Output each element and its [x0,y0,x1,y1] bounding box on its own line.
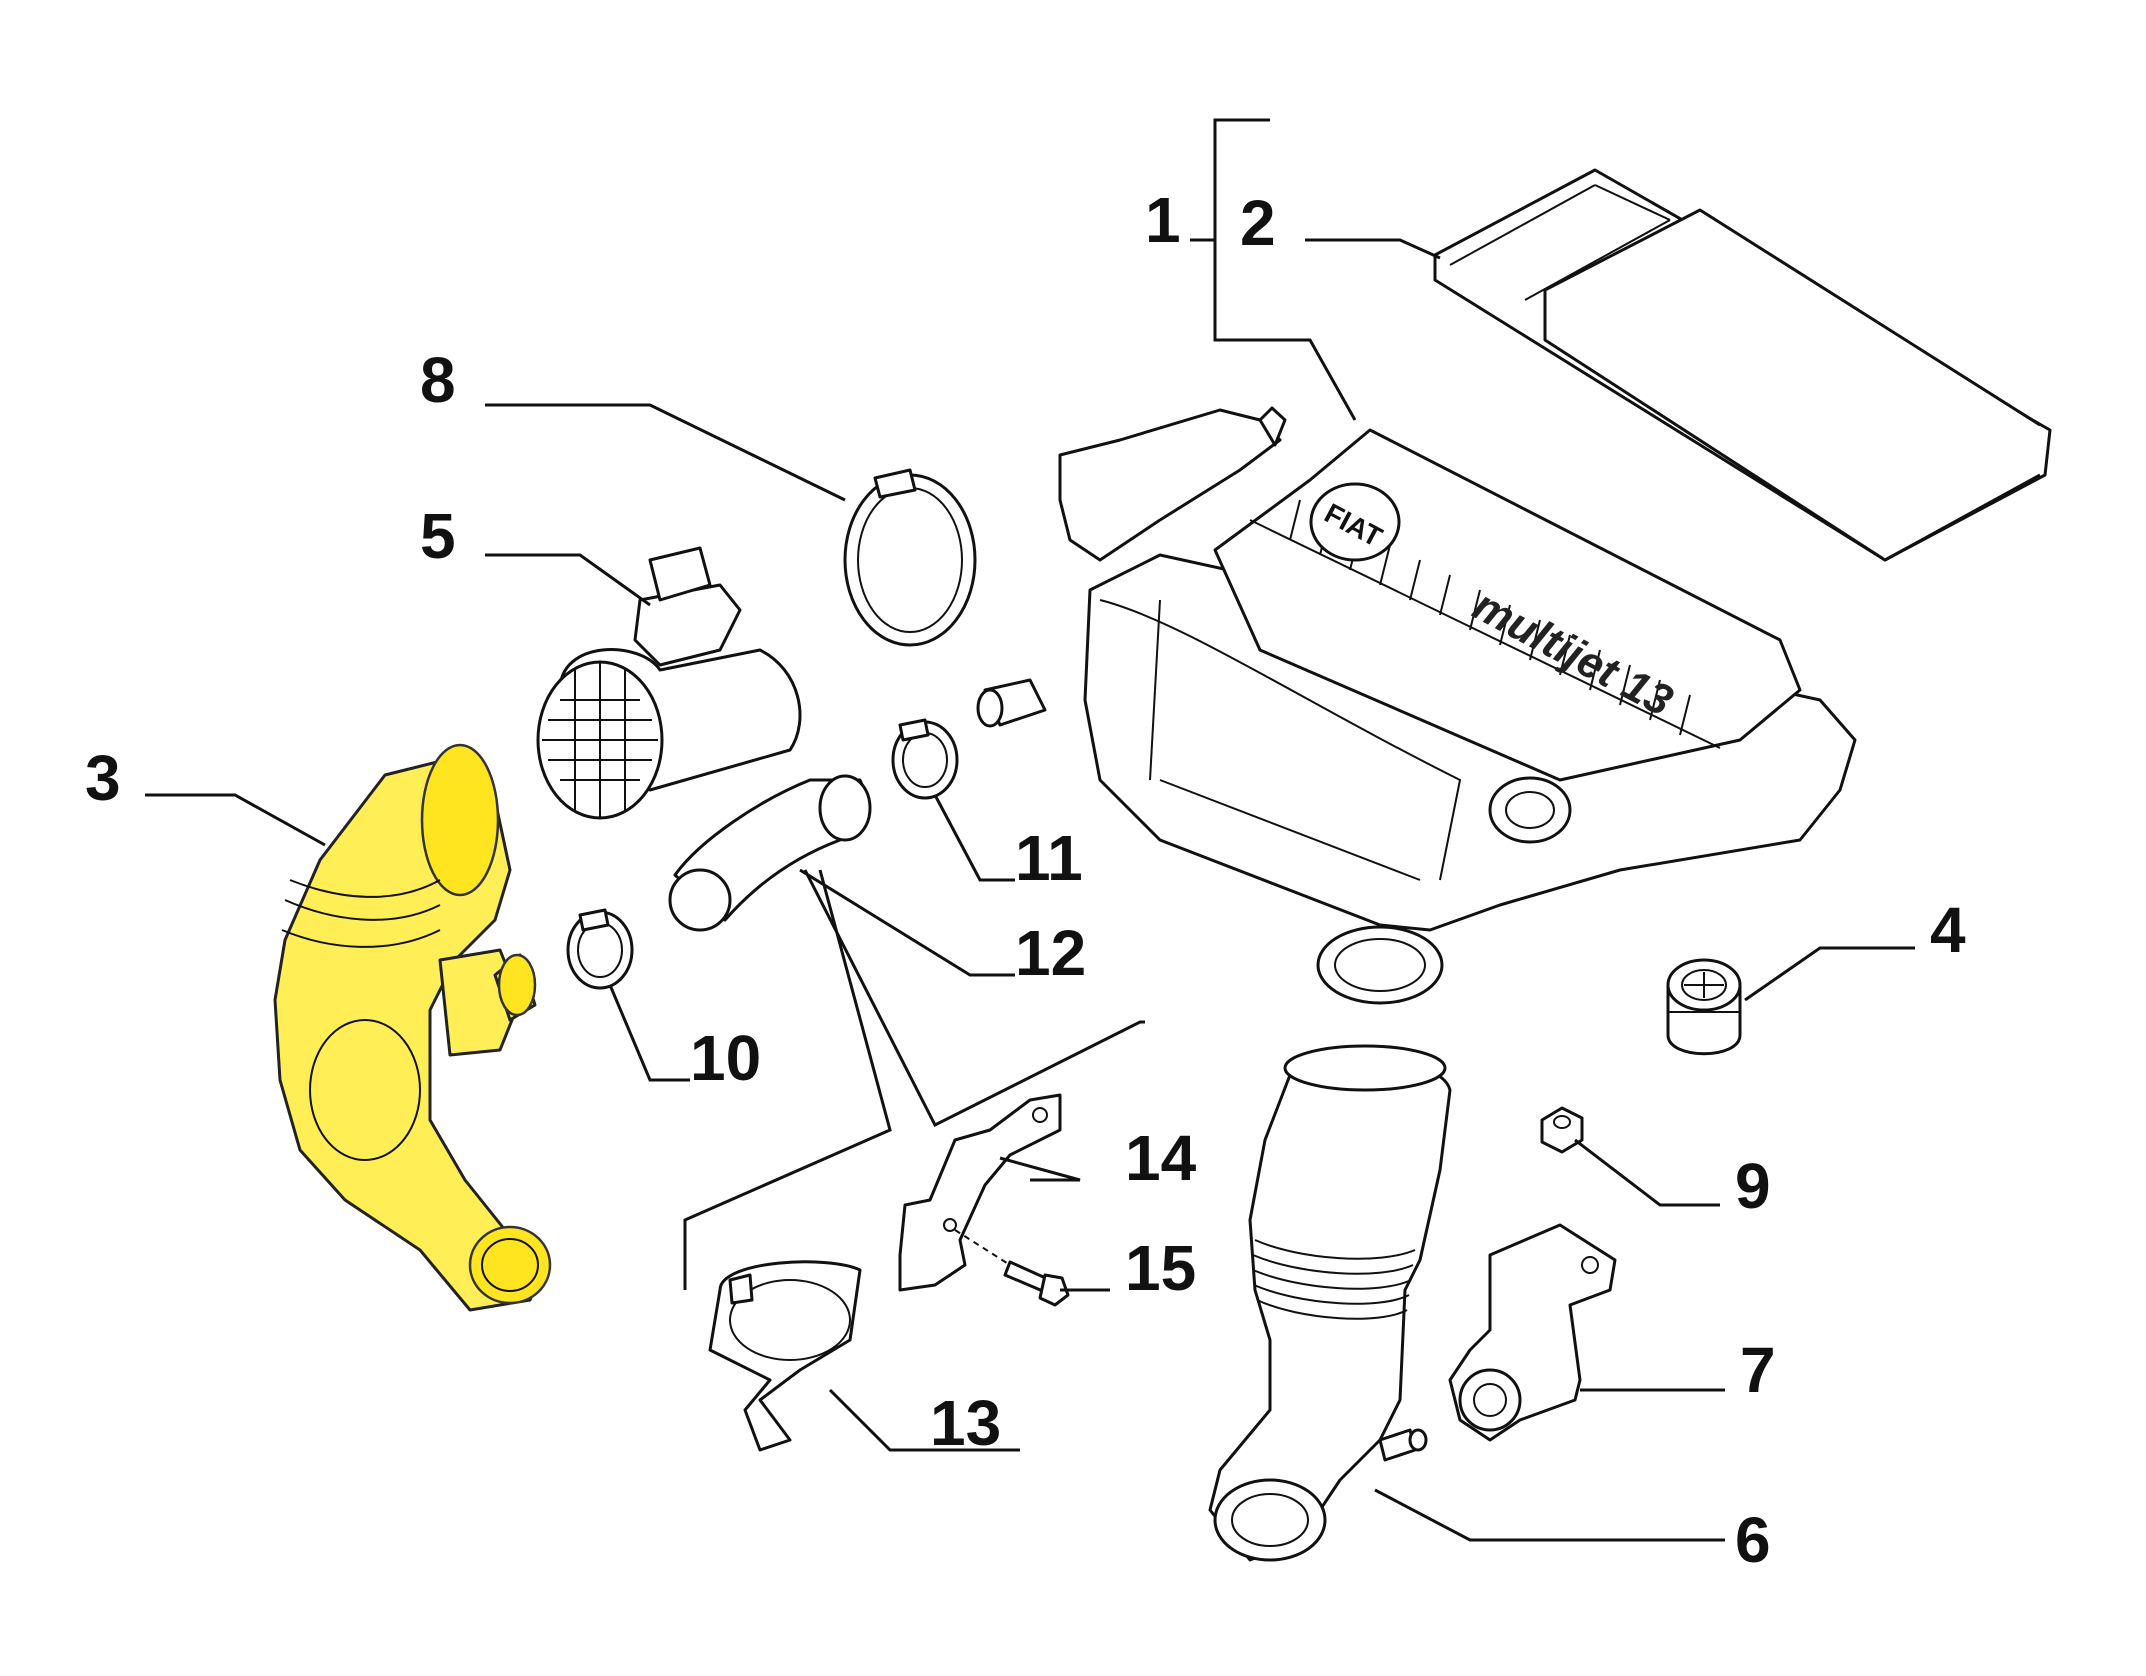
callout-11: 11 [1015,822,1083,894]
callout-2: 2 [1240,187,1276,259]
leader-lines [145,118,1915,1542]
callout-6: 6 [1735,1504,1771,1576]
callout-15: 15 [1125,1232,1196,1304]
bolt [954,1229,1070,1307]
maf-sensor [536,546,802,820]
large-hose-clamp [843,468,977,647]
intake-hose-highlighted [273,743,552,1312]
small-hose-clamp-11 [891,718,959,800]
callout-4: 4 [1930,894,1966,966]
small-hose-clamp-10 [566,908,634,990]
air-filter-housing: FIAT multijet 13 [976,406,1857,1005]
metal-bracket [898,1093,1062,1292]
callout-3: 3 [85,742,121,814]
lower-air-duct [1208,1044,1452,1562]
callout-8: 8 [420,344,456,416]
callout-10: 10 [690,1022,761,1094]
callout-12: 12 [1015,917,1086,989]
callout-labels: 1 2 3 4 5 6 7 8 9 10 11 12 13 14 15 [85,184,1966,1576]
callout-5: 5 [420,500,456,572]
callout-1: 1 [1145,184,1181,256]
small-breather-hose [668,774,872,932]
callout-13: 13 [930,1387,1001,1459]
hose-bracket-clip [708,1260,862,1452]
hex-nut [1540,1106,1584,1154]
fiat-logo: FIAT [1309,482,1401,562]
callout-7: 7 [1740,1334,1776,1406]
air-filter-element [1433,168,2052,562]
callout-14: 14 [1125,1122,1197,1194]
callout-9: 9 [1735,1150,1771,1222]
mounting-bracket-right [1448,1223,1617,1442]
rubber-grommet [1666,958,1742,1056]
